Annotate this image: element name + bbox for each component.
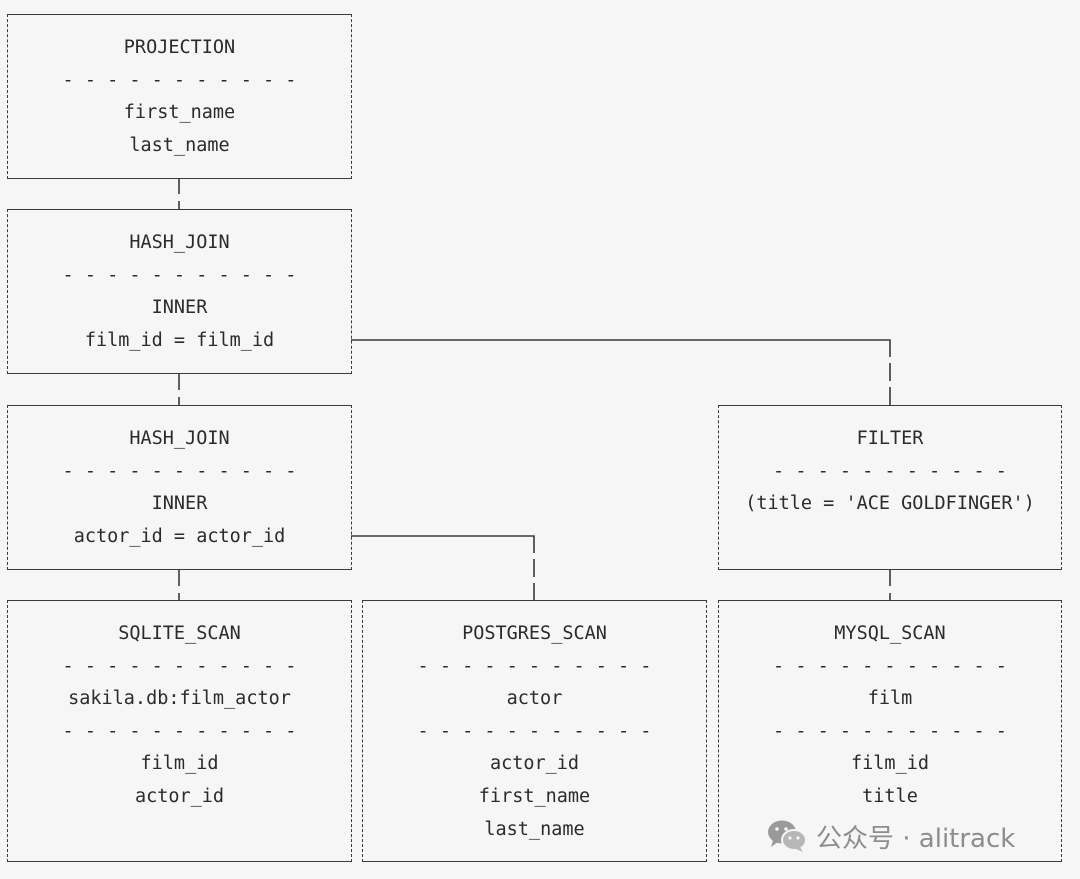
wechat-icon (768, 820, 807, 852)
column-last-name: last_name (129, 135, 230, 156)
sqlite-scan-node: SQLITE_SCAN - - - - - - - - - - - sakila… (7, 600, 352, 862)
scan-table: actor (506, 688, 563, 709)
join-type: INNER (151, 493, 208, 514)
node-separator: - - - - - - - - - - - (62, 721, 297, 742)
node-separator: - - - - - - - - - - - (417, 656, 652, 677)
column-actor-id: actor_id (489, 753, 580, 774)
node-separator: - - - - - - - - - - - (62, 70, 297, 91)
node-separator: - - - - - - - - - - - (62, 461, 297, 482)
node-separator: - - - - - - - - - - - (62, 656, 297, 677)
scan-table: sakila.db:film_actor (68, 688, 291, 709)
filter-condition: (title = 'ACE GOLDFINGER') (745, 493, 1035, 514)
column-last-name: last_name (484, 819, 585, 840)
node-title: MYSQL_SCAN (834, 623, 946, 644)
mysql-scan-node: MYSQL_SCAN - - - - - - - - - - - film - … (718, 600, 1062, 862)
column-film-id: film_id (851, 753, 929, 774)
filter-node: FILTER - - - - - - - - - - - (title = 'A… (718, 405, 1062, 570)
edge-hashjoin-filter (351, 339, 891, 357)
node-separator: - - - - - - - - - - - (62, 265, 297, 286)
node-title: POSTGRES_SCAN (462, 623, 607, 644)
watermark: 公众号 · alitrack (766, 816, 1015, 856)
hash-join-film-node: HASH_JOIN - - - - - - - - - - - INNER fi… (7, 209, 352, 374)
scan-table: film (867, 688, 913, 709)
column-first-name: first_name (123, 102, 236, 123)
column-actor-id: actor_id (134, 786, 225, 807)
edge-hashjoin-postgres (351, 535, 535, 553)
node-title: SQLITE_SCAN (118, 623, 241, 644)
join-condition: actor_id = actor_id (73, 526, 286, 547)
join-condition: film_id = film_id (84, 330, 275, 351)
column-first-name: first_name (478, 786, 591, 807)
node-title: PROJECTION (123, 37, 236, 58)
column-title: title (862, 786, 918, 807)
node-separator: - - - - - - - - - - - (773, 656, 1007, 677)
projection-node: PROJECTION - - - - - - - - - - - first_n… (7, 14, 352, 179)
node-title: FILTER (856, 428, 924, 449)
watermark-text: 公众号 · alitrack (816, 823, 1016, 854)
postgres-scan-node: POSTGRES_SCAN - - - - - - - - - - - acto… (362, 600, 707, 862)
join-type: INNER (151, 297, 208, 318)
node-separator: - - - - - - - - - - - (417, 721, 652, 742)
column-film-id: film_id (140, 753, 219, 774)
node-title: HASH_JOIN (129, 232, 230, 253)
hash-join-actor-node: HASH_JOIN - - - - - - - - - - - INNER ac… (7, 405, 352, 570)
node-separator: - - - - - - - - - - - (773, 461, 1007, 482)
node-separator: - - - - - - - - - - - (773, 721, 1007, 742)
node-title: HASH_JOIN (129, 428, 230, 449)
